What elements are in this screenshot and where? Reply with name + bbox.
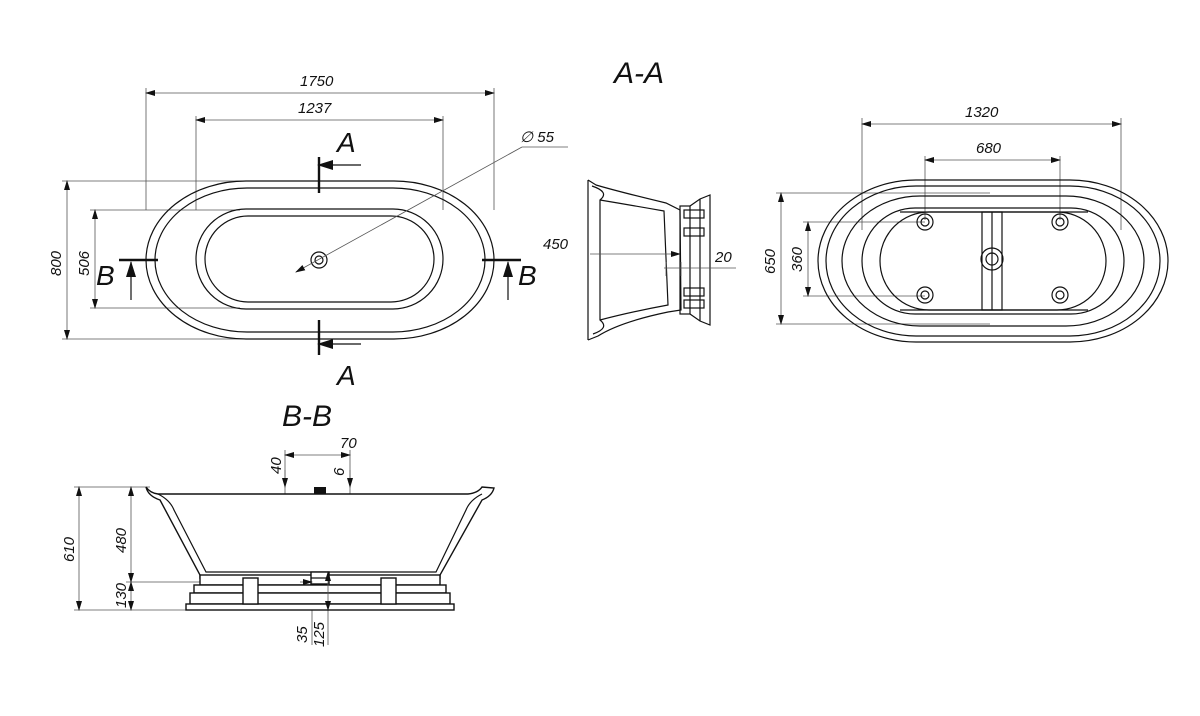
dim-drain-height: 125 — [311, 621, 328, 647]
cut-a-bottom-label: A — [335, 360, 356, 391]
dim-bottom-length: 1320 — [965, 104, 999, 121]
dim-section-offset: 20 — [714, 249, 732, 266]
bottom-view: 1320 680 650 360 — [762, 104, 1169, 343]
dim-width: 800 — [48, 250, 65, 276]
dim-feet-spacing-short: 360 — [789, 246, 806, 272]
section-aa-view: A-A 450 20 — [543, 57, 736, 341]
dim-total-height: 610 — [61, 536, 78, 562]
dim-feet-spacing-long: 680 — [976, 140, 1002, 157]
dim-base-height: 130 — [113, 582, 130, 608]
section-bb-view: B-B 610 480 130 70 40 — [61, 400, 495, 647]
cut-a-top-label: A — [335, 127, 356, 158]
dim-drain-diameter: ∅ 55 — [520, 129, 555, 146]
dim-section-depth: 450 — [543, 236, 569, 253]
top-view: ∅ 55 1750 1237 800 506 A A B B — [48, 73, 568, 391]
dim-overflow-width: 70 — [340, 435, 357, 452]
section-aa-title: A-A — [612, 57, 664, 90]
dim-inner-length: 1237 — [298, 100, 332, 117]
dim-overflow-drop: 40 — [268, 457, 285, 474]
dim-overflow-height: 6 — [331, 467, 348, 476]
cut-b-right-label: B — [518, 260, 537, 291]
cut-b-left-label: B — [96, 260, 115, 291]
dim-bowl-height: 480 — [113, 527, 130, 553]
dim-inner-width: 506 — [76, 250, 93, 276]
dim-drain-offset: 35 — [294, 626, 311, 643]
dim-length: 1750 — [300, 73, 334, 90]
dim-bottom-width: 650 — [762, 248, 779, 274]
section-bb-title: B-B — [282, 400, 332, 433]
